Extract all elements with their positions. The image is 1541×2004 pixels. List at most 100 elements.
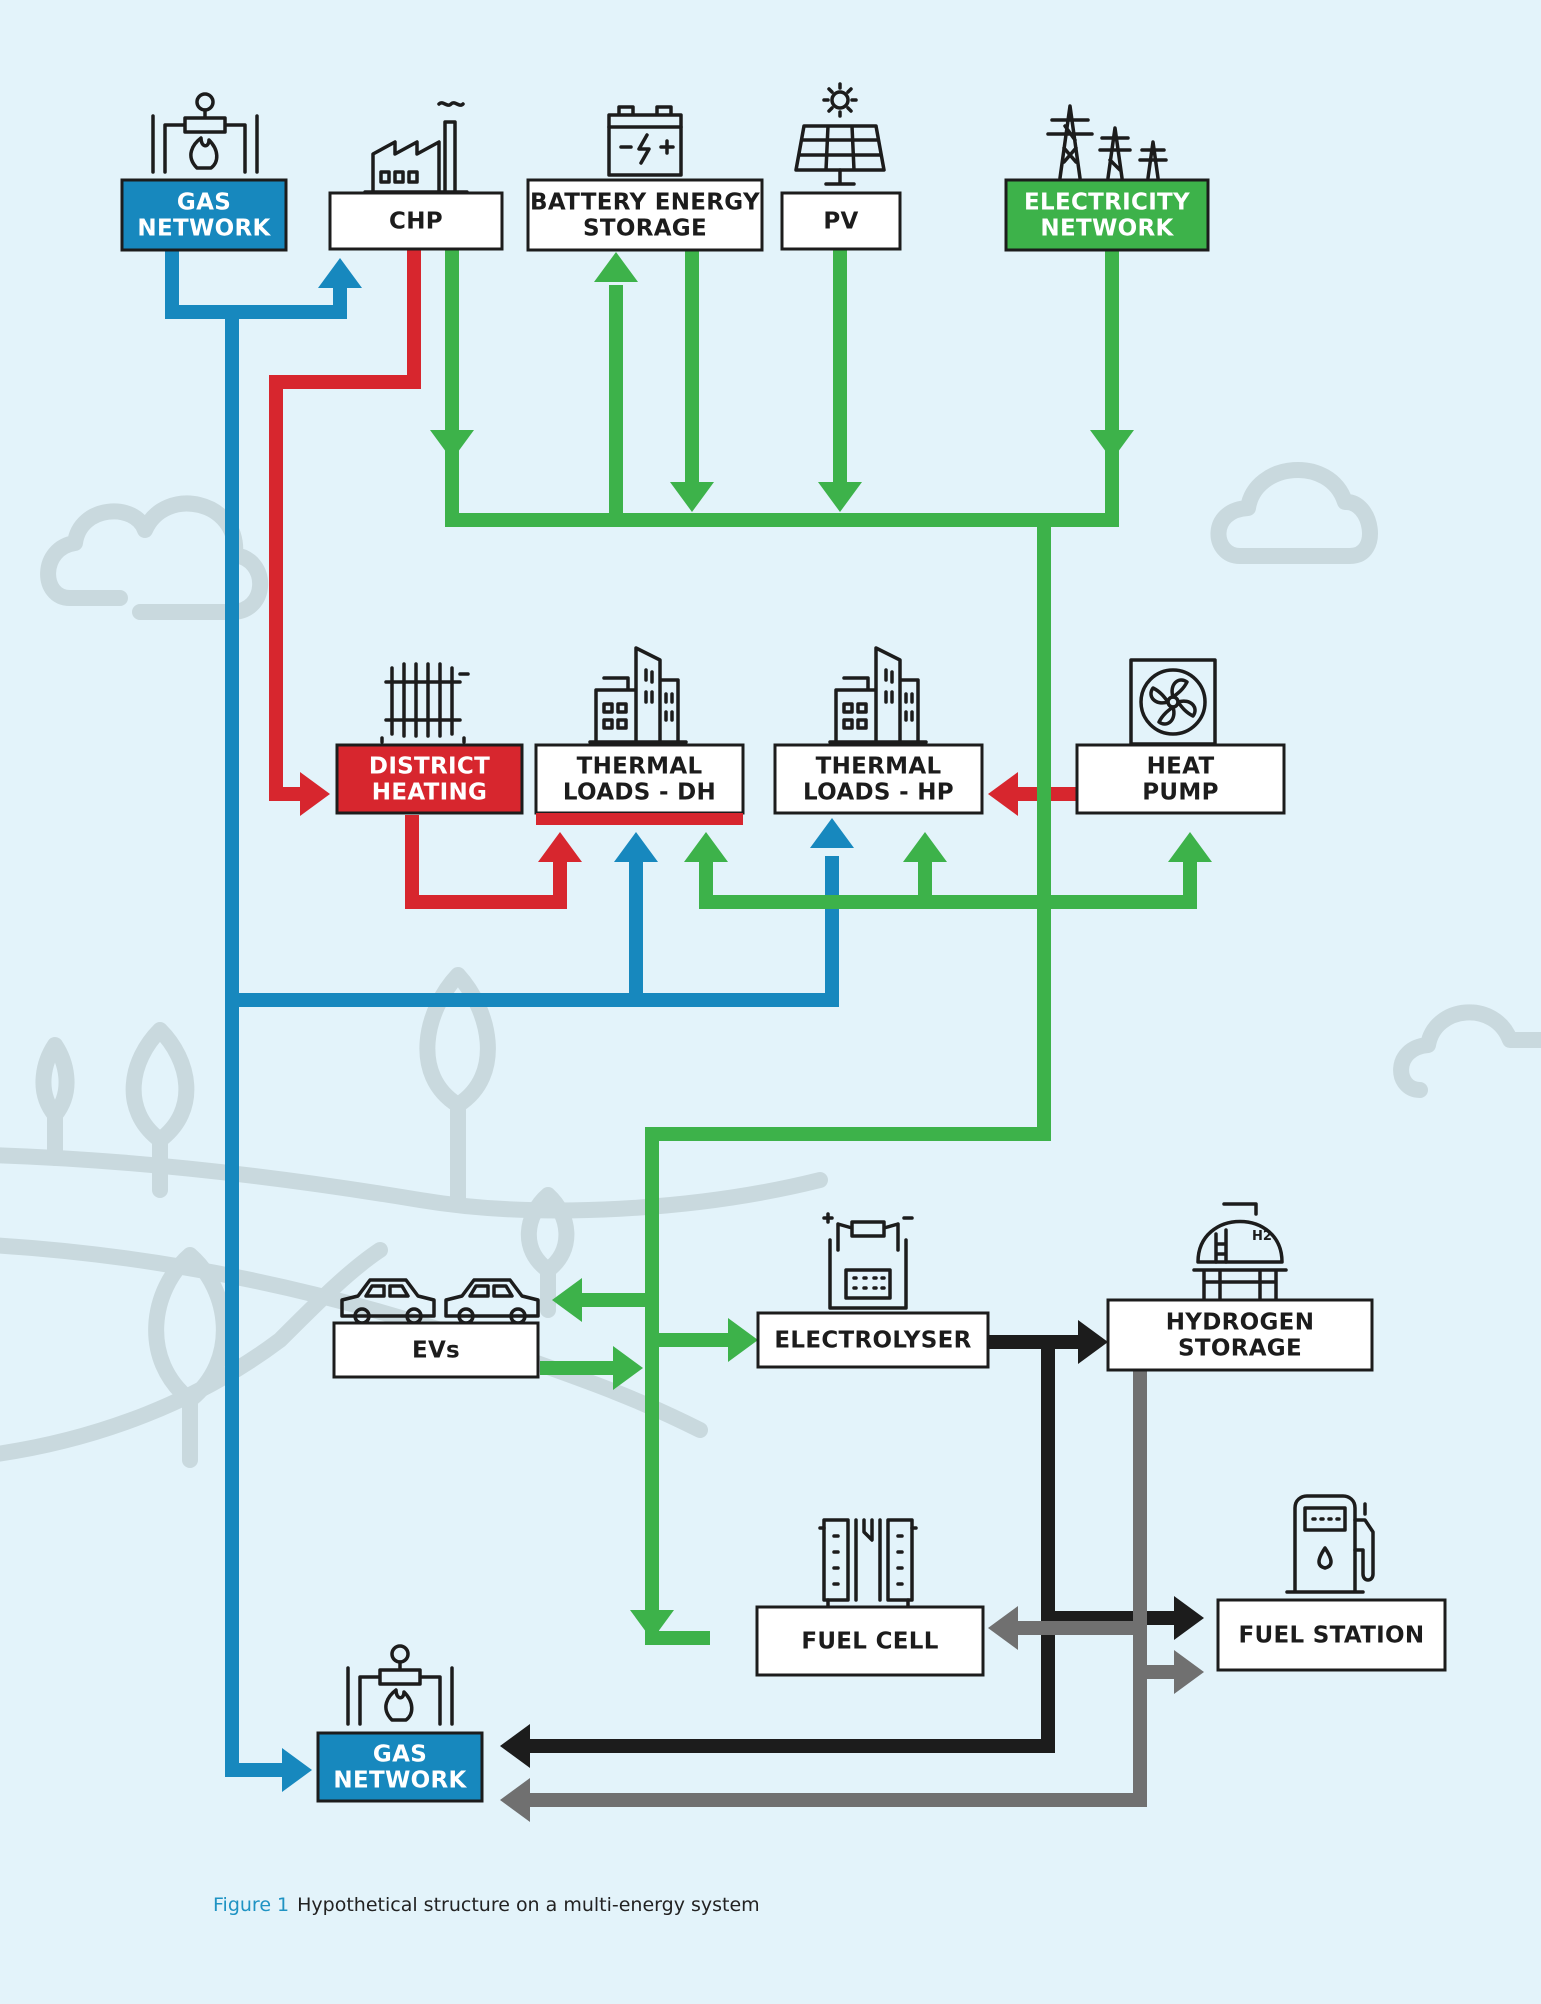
electricity-line [645,520,1051,1645]
evs-box: EVs [332,1321,540,1379]
heat-pump-box-rect [1075,743,1286,815]
gas-arrow [282,1748,312,1792]
electricity-line [445,250,1119,527]
heat-arrow [988,772,1018,816]
battery-icon [607,105,683,177]
node-label: ELECTROLYSER [774,1328,971,1354]
node-label: GAS [373,1742,427,1768]
hydrogen-line [530,1342,1055,1753]
node-label: GAS [177,190,231,216]
node-label: BATTERY ENERGY [530,190,760,216]
evs-box-rect [332,1321,540,1379]
fan-icon [1129,658,1217,746]
electrolyser-icon [822,1212,914,1310]
gas-valve-icon [346,1644,454,1726]
electricity-arrow [552,1278,582,1322]
fuel-pump-icon [1285,1494,1375,1594]
pv-box-rect [780,191,902,251]
gas-line [225,312,285,1777]
electricity-arrow [728,1318,758,1362]
electricity-arrow [670,482,714,512]
fuel-cell-box-rect [755,1605,985,1677]
electricity-arrow [613,1346,643,1390]
heat-arrow [538,832,582,862]
gas-line [232,856,839,1007]
electricity-network-box-rect [1004,178,1210,252]
node-label: HEATING [372,780,487,806]
hydrogen-return-arrow [988,1606,1018,1650]
node-label: NETWORK [1040,216,1174,242]
chp-box: CHP [328,191,504,251]
gas-arrow [614,832,658,862]
hydrogen-storage-box-rect [1106,1298,1374,1372]
hydrogen-tank-icon [1192,1202,1288,1304]
node-label: DISTRICT [369,754,490,780]
node-label: THERMAL [577,754,703,780]
thermal-loads-dh-heat-bar [536,813,743,825]
tree-icon [125,1022,195,1198]
electricity-arrow [818,482,862,512]
node-label: PUMP [1142,780,1218,806]
factory-icon [363,101,469,194]
fuel-cell-box: FUEL CELL [755,1605,985,1677]
node-label: NETWORK [137,216,271,242]
electricity-arrow [903,832,947,862]
node-label: ELECTRICITY [1024,190,1190,216]
gas-line [165,250,347,319]
cloud-icon [1393,1004,1541,1098]
gas-network-box-rect [316,1731,484,1803]
heat-line [269,250,421,801]
node-label: NETWORK [333,1768,467,1794]
hill [0,1147,828,1219]
electricity-line [699,860,1197,909]
node-label: LOADS - HP [803,780,954,806]
hydrogen-arrow [1078,1320,1108,1364]
connections [165,250,1212,1822]
tree-icon [148,1247,232,1468]
hydrogen-arrow [1174,1596,1204,1640]
power-pylon-icon [1046,104,1168,180]
gas-valve-icon [151,92,259,174]
node-label: LOADS - DH [563,780,716,806]
electricity-arrow [430,430,474,460]
hydrogen-return-arrow [500,1778,530,1822]
tree-icon [520,1187,575,1318]
gas-arrow [318,258,362,288]
gas-arrow [810,818,854,848]
electrolyser-box-rect [756,1311,990,1369]
heat-arrow [300,772,330,816]
fuel-cell-icon [818,1518,918,1610]
chp-box-rect [328,191,504,251]
node-label: EVs [412,1338,460,1364]
node-label: HYDROGEN [1166,1310,1315,1336]
hydrogen-tank-label: H2 [1252,1229,1272,1244]
radiator-icon [380,662,470,744]
cloud-icon [40,495,269,620]
buildings-icon [588,646,688,744]
solar-panel-icon [794,82,886,186]
cloud-icon [1210,462,1378,564]
icons: H2 [151,82,1375,1726]
electricity-arrow [684,832,728,862]
node-label: FUEL CELL [801,1629,938,1655]
node-label: STORAGE [1178,1336,1302,1362]
node-label: CHP [389,209,443,235]
hydrogen-return-line [530,1370,1147,1807]
buildings-icon [828,646,928,744]
node-label: PV [823,209,858,235]
district-heating-box-rect [335,743,524,815]
pv-box: PV [780,191,902,251]
thermal-loads-dh-box-rect [534,743,745,815]
node-label: HEAT [1147,754,1215,780]
figure-label: Figure 1 [213,1894,290,1916]
